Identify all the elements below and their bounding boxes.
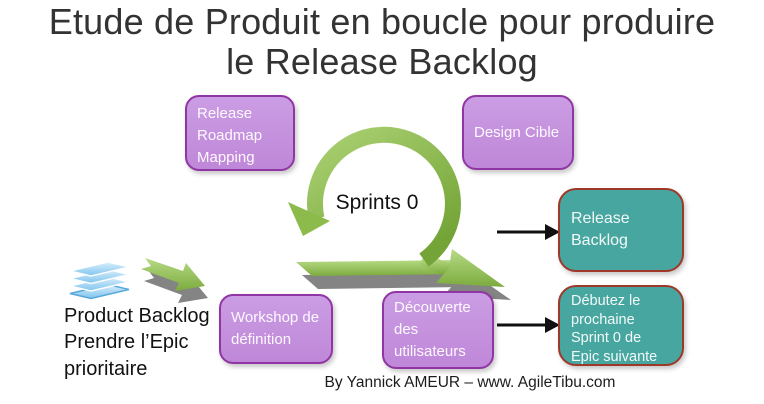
node-decouverte-utilisateurs: Découverte des utilisateurs (382, 291, 494, 369)
node-design-cible: Design Cible (462, 95, 574, 170)
node-label: Workshop de définition (231, 309, 320, 348)
node-label: Découverte des utilisateurs (394, 299, 471, 360)
node-label: Design Cible (474, 123, 560, 141)
node-workshop-definition: Workshop de définition (219, 294, 333, 364)
southeast-arrow-icon (141, 258, 205, 291)
southeast-arrow-shadow (144, 270, 208, 303)
page-title: Etude de Produit en boucle pour produire… (0, 1, 764, 83)
arrow-to-next-sprint (497, 317, 560, 333)
page-title-line2: le Release Backlog (226, 41, 538, 83)
node-label: Release Roadmap Mapping (197, 105, 263, 166)
node-release-backlog: Release Backlog (558, 188, 684, 272)
node-debutez-prochaine-sprint: Débutez le prochaine Sprint 0 de Epic su… (558, 285, 684, 366)
credit-line: By Yannick AMEUR – www. AgileTibu.com (324, 374, 616, 391)
sprints-0-label: Sprints 0 (335, 191, 419, 214)
card-stack-icon (69, 261, 130, 300)
product-backlog-label: Product Backlog Prendre l’Epic prioritai… (64, 305, 210, 380)
node-label: Release Backlog (571, 209, 630, 249)
node-release-roadmap-mapping: Release Roadmap Mapping (185, 95, 295, 171)
page-title-line1: Etude de Produit en boucle pour produire (48, 1, 716, 42)
node-label: Débutez le prochaine Sprint 0 de Epic su… (571, 293, 658, 365)
arrow-to-release-backlog (497, 224, 560, 240)
circular-sprint-loop-arrow-icon (288, 126, 505, 287)
